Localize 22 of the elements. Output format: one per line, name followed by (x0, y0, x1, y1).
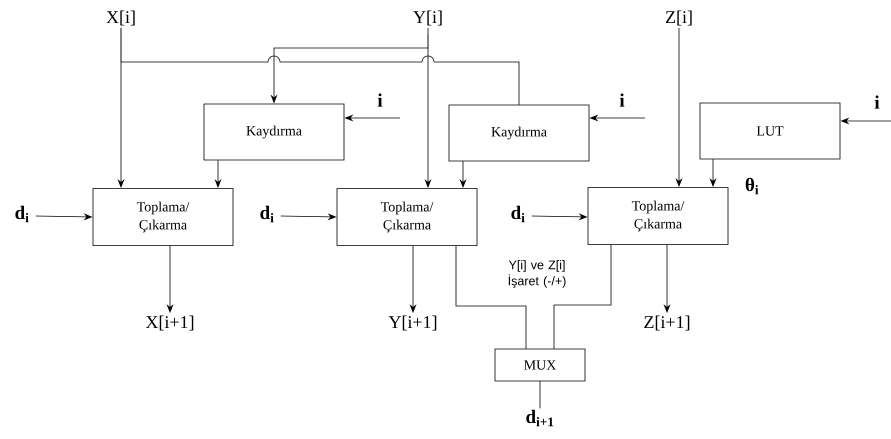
shifter-box: Kaydırma (204, 104, 344, 160)
shifter-box: LUT (700, 102, 840, 160)
signal-note: Y[i] ve Z[i] İşaret (-/+) (508, 260, 566, 288)
input-label: d$_{i}$ (260, 206, 274, 222)
adder-subtractor-box: Toplama/ Çıkarma (92, 188, 234, 246)
input-label: i (378, 93, 382, 107)
input-label: d$_{i+1}$ (526, 410, 554, 426)
multiplexer-box: MUX (494, 348, 586, 382)
input-label: d$_{i}$ (511, 206, 525, 222)
signal-label: Z[i] (666, 10, 692, 26)
signal-label: X[i+1] (146, 316, 194, 330)
input-label: i (874, 95, 880, 109)
signal-label: Y[i] (413, 10, 442, 26)
shifter-box: Kaydırma (448, 104, 590, 162)
input-label: i (620, 93, 624, 107)
adder-subtractor-box: Toplama/ Çıkarma (336, 188, 478, 246)
adder-subtractor-box: Toplama/ Çıkarma (588, 187, 728, 245)
signal-label: X[i] (106, 10, 135, 26)
signal-label: Y[i+1] (388, 316, 436, 330)
edge-label: θ$_{i}$ (744, 176, 760, 196)
signal-label: Z[i+1] (644, 316, 690, 330)
input-label: d$_{i}$ (15, 206, 29, 222)
